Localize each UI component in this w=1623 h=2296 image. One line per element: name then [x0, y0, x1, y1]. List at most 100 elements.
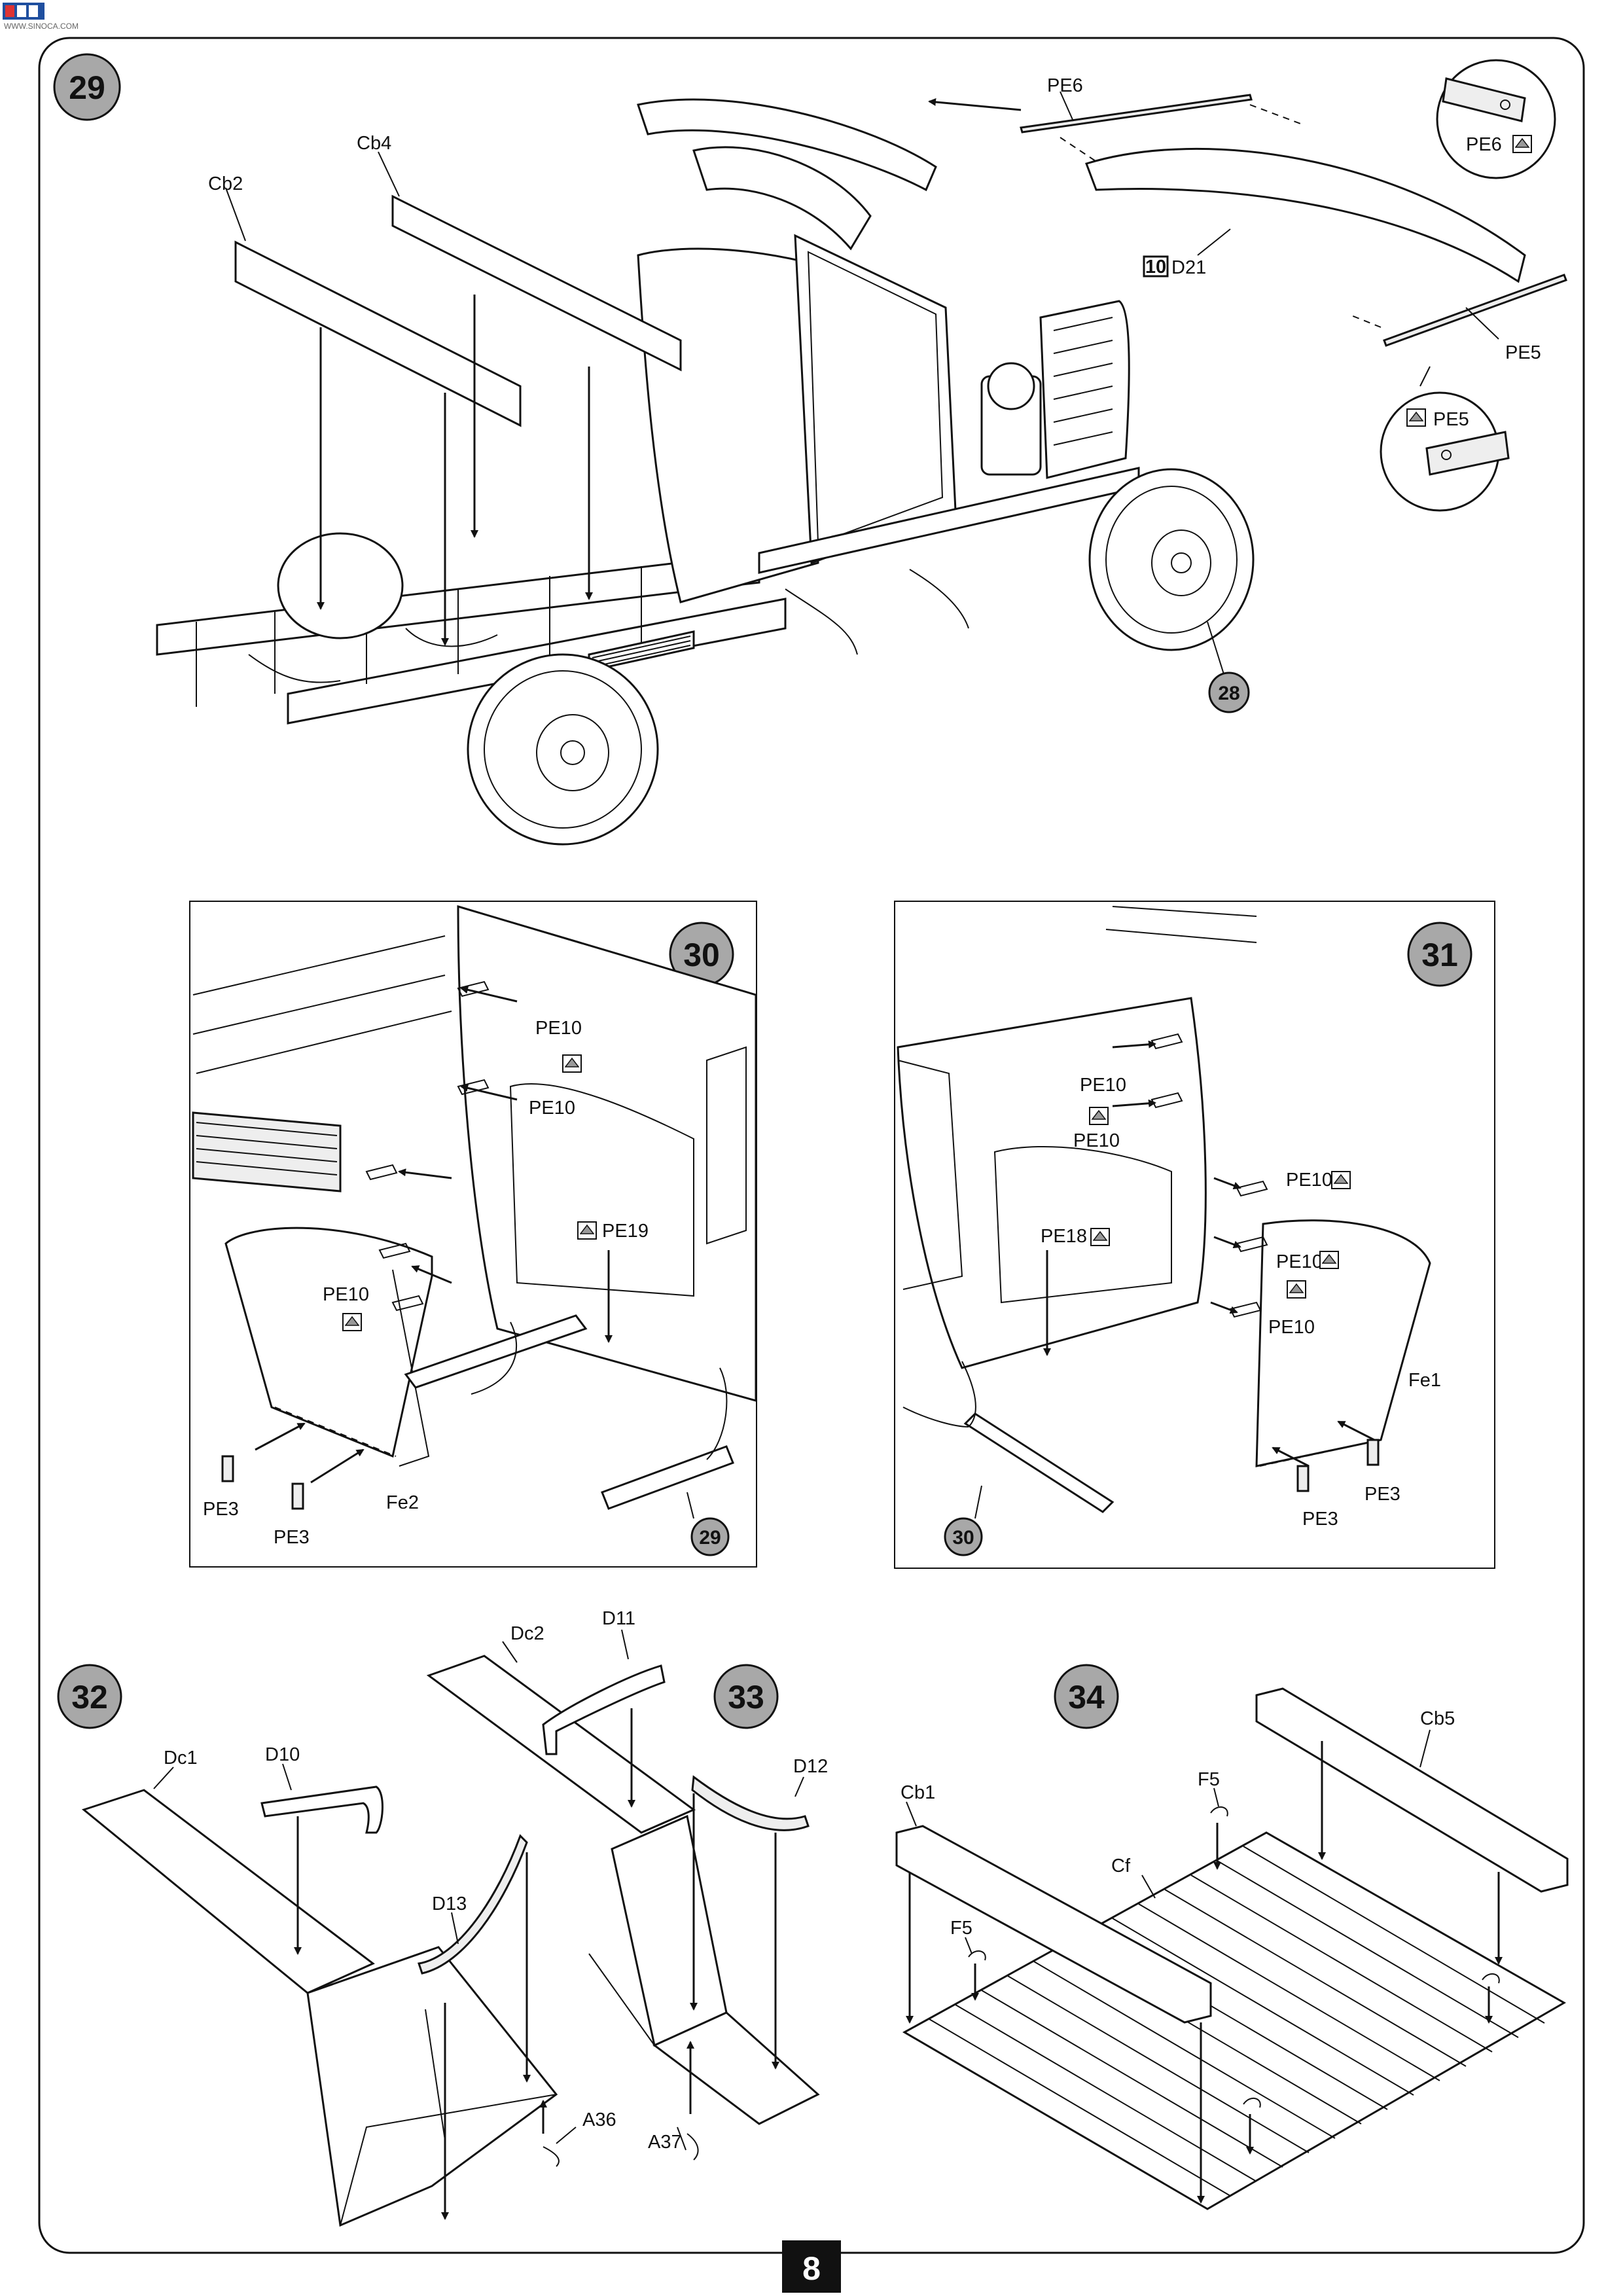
photo-etch-pe3 [1366, 1439, 1380, 1466]
ref-28-number: 28 [1218, 683, 1240, 704]
step-32: 32 Dc1 D10 D13 A36 [57, 1664, 616, 2227]
fender-fe2 [224, 1227, 433, 1458]
photo-etch-icon [1319, 1251, 1339, 1269]
photo-etch-icon [1090, 1228, 1110, 1246]
label-d10: D10 [265, 1744, 300, 1765]
photo-etch-icon [1512, 135, 1532, 153]
step-33: 33 Dc2 D11 D12 A37 [426, 1608, 828, 2161]
label-f5-b: F5 [950, 1918, 972, 1939]
ref-step-28-badge: 28 [1208, 672, 1250, 713]
label-pe10-c: PE10 [323, 1284, 369, 1305]
front-wheel-drawing [1088, 468, 1255, 651]
label-pe5: PE5 [1505, 342, 1541, 363]
crossmember-cb2 [234, 240, 522, 427]
bracket-d12 [691, 1775, 810, 1831]
label-pe10-e: PE10 [1268, 1317, 1315, 1338]
label-d11: D11 [602, 1608, 635, 1629]
label-pe19: PE19 [602, 1221, 649, 1242]
photo-etch-icon [1089, 1107, 1109, 1125]
label-cf: Cf [1111, 1856, 1131, 1876]
photo-etch-icon [342, 1313, 362, 1331]
label-a37: A37 [648, 2132, 682, 2153]
photo-etch-pe6 [1020, 94, 1253, 134]
label-d13: D13 [432, 1893, 467, 1914]
ref-30-number: 30 [952, 1527, 974, 1549]
step-number-badge-icon: 31 [1407, 922, 1472, 987]
label-pe3-a: PE3 [203, 1499, 239, 1520]
label-pe3-a: PE3 [1302, 1509, 1338, 1530]
photo-etch-icon [1406, 408, 1426, 427]
label-cb4: Cb4 [357, 133, 391, 154]
step-34-number: 34 [1068, 1679, 1105, 1715]
label-dc2: Dc2 [510, 1623, 544, 1644]
label-cb5: Cb5 [1420, 1708, 1455, 1729]
detail-pe6-label: PE6 [1466, 134, 1502, 155]
step-d10 [260, 1785, 383, 1834]
label-pe10-a: PE10 [535, 1018, 582, 1039]
step-d11 [542, 1664, 666, 1755]
label-pe6: PE6 [1047, 75, 1083, 96]
step-33-number: 33 [728, 1679, 764, 1715]
ref-step-29-badge: 29 [690, 1517, 730, 1556]
label-pe10-b: PE10 [529, 1098, 575, 1119]
label-pe10-c: PE10 [1286, 1170, 1332, 1191]
floor-planks [929, 1846, 1545, 2197]
photo-etch-pe3 [221, 1455, 234, 1482]
label-pe18: PE18 [1041, 1226, 1087, 1247]
watermark-text: WWW.SINOCA.COM [4, 22, 79, 31]
step-31: 31 PE10 PE10 PE10 PE10 PE10 PE18 [894, 901, 1495, 1569]
ref-29-number: 29 [699, 1527, 721, 1549]
part-ref-box: 10 [1143, 255, 1169, 278]
photo-etch-icon [1331, 1171, 1351, 1189]
detail-pe5-label: PE5 [1433, 409, 1469, 430]
step-34: 34 [895, 1664, 1569, 2210]
label-fe2: Fe2 [386, 1492, 419, 1513]
ref-box-number: 10 [1145, 257, 1166, 278]
photo-etch-pe3 [1296, 1465, 1310, 1492]
step-31-number: 31 [1421, 937, 1458, 973]
label-f5-a: F5 [1198, 1769, 1220, 1790]
rear-wheel-drawing [277, 532, 659, 846]
cargo-floor-cf [902, 1831, 1567, 2210]
roof-d21 [1085, 147, 1526, 283]
label-dc1: Dc1 [164, 1748, 198, 1768]
step-29: 29 [53, 53, 1567, 846]
label-d12: D12 [793, 1756, 828, 1777]
arrow-icon [928, 98, 1022, 111]
label-pe10-b: PE10 [1073, 1130, 1120, 1151]
label-cb1: Cb1 [901, 1782, 935, 1803]
photo-etch-icon [1287, 1280, 1306, 1299]
photo-etch-icon [577, 1221, 597, 1240]
label-d21: D21 [1171, 257, 1206, 278]
crossmember-cb1 [895, 1825, 1212, 2024]
label-pe10-d: PE10 [1276, 1251, 1323, 1272]
step-29-number: 29 [69, 69, 105, 106]
step-number-badge-icon: 29 [53, 53, 121, 121]
label-pe10-a: PE10 [1080, 1075, 1126, 1096]
step-number-badge-icon: 34 [1054, 1664, 1119, 1729]
ref-step-30-badge: 30 [944, 1517, 983, 1556]
crossmember-cb5 [1255, 1687, 1569, 1893]
floor-dc1 [81, 1789, 375, 1994]
truck-chassis-drawing [156, 98, 1140, 725]
step-number-badge-icon: 30 [669, 922, 734, 987]
step-number-badge-icon: 32 [57, 1664, 122, 1729]
detail-pe5: PE5 [1380, 391, 1510, 512]
label-pe3-b: PE3 [1364, 1484, 1400, 1505]
label-a36: A36 [582, 2109, 616, 2130]
photo-etch-pe5 [1383, 274, 1567, 347]
photo-etch-icon [562, 1054, 582, 1073]
label-cb2: Cb2 [208, 173, 243, 194]
crossmember-cb4 [391, 194, 682, 372]
step-number-badge-icon: 33 [713, 1664, 779, 1729]
detail-pe6: PE6 [1436, 59, 1556, 179]
label-pe3-b: PE3 [274, 1527, 310, 1548]
label-fe1: Fe1 [1408, 1370, 1441, 1391]
page-number: 8 [802, 2250, 821, 2287]
step-32-number: 32 [71, 1679, 108, 1715]
sinoca-logo: WWW.SINOCA.COM [3, 3, 79, 31]
page-number-badge: 8 [782, 2240, 841, 2293]
step-30: 30 PE10 PE10 PE10 [189, 901, 757, 1568]
photo-etch-pe3 [291, 1482, 304, 1510]
